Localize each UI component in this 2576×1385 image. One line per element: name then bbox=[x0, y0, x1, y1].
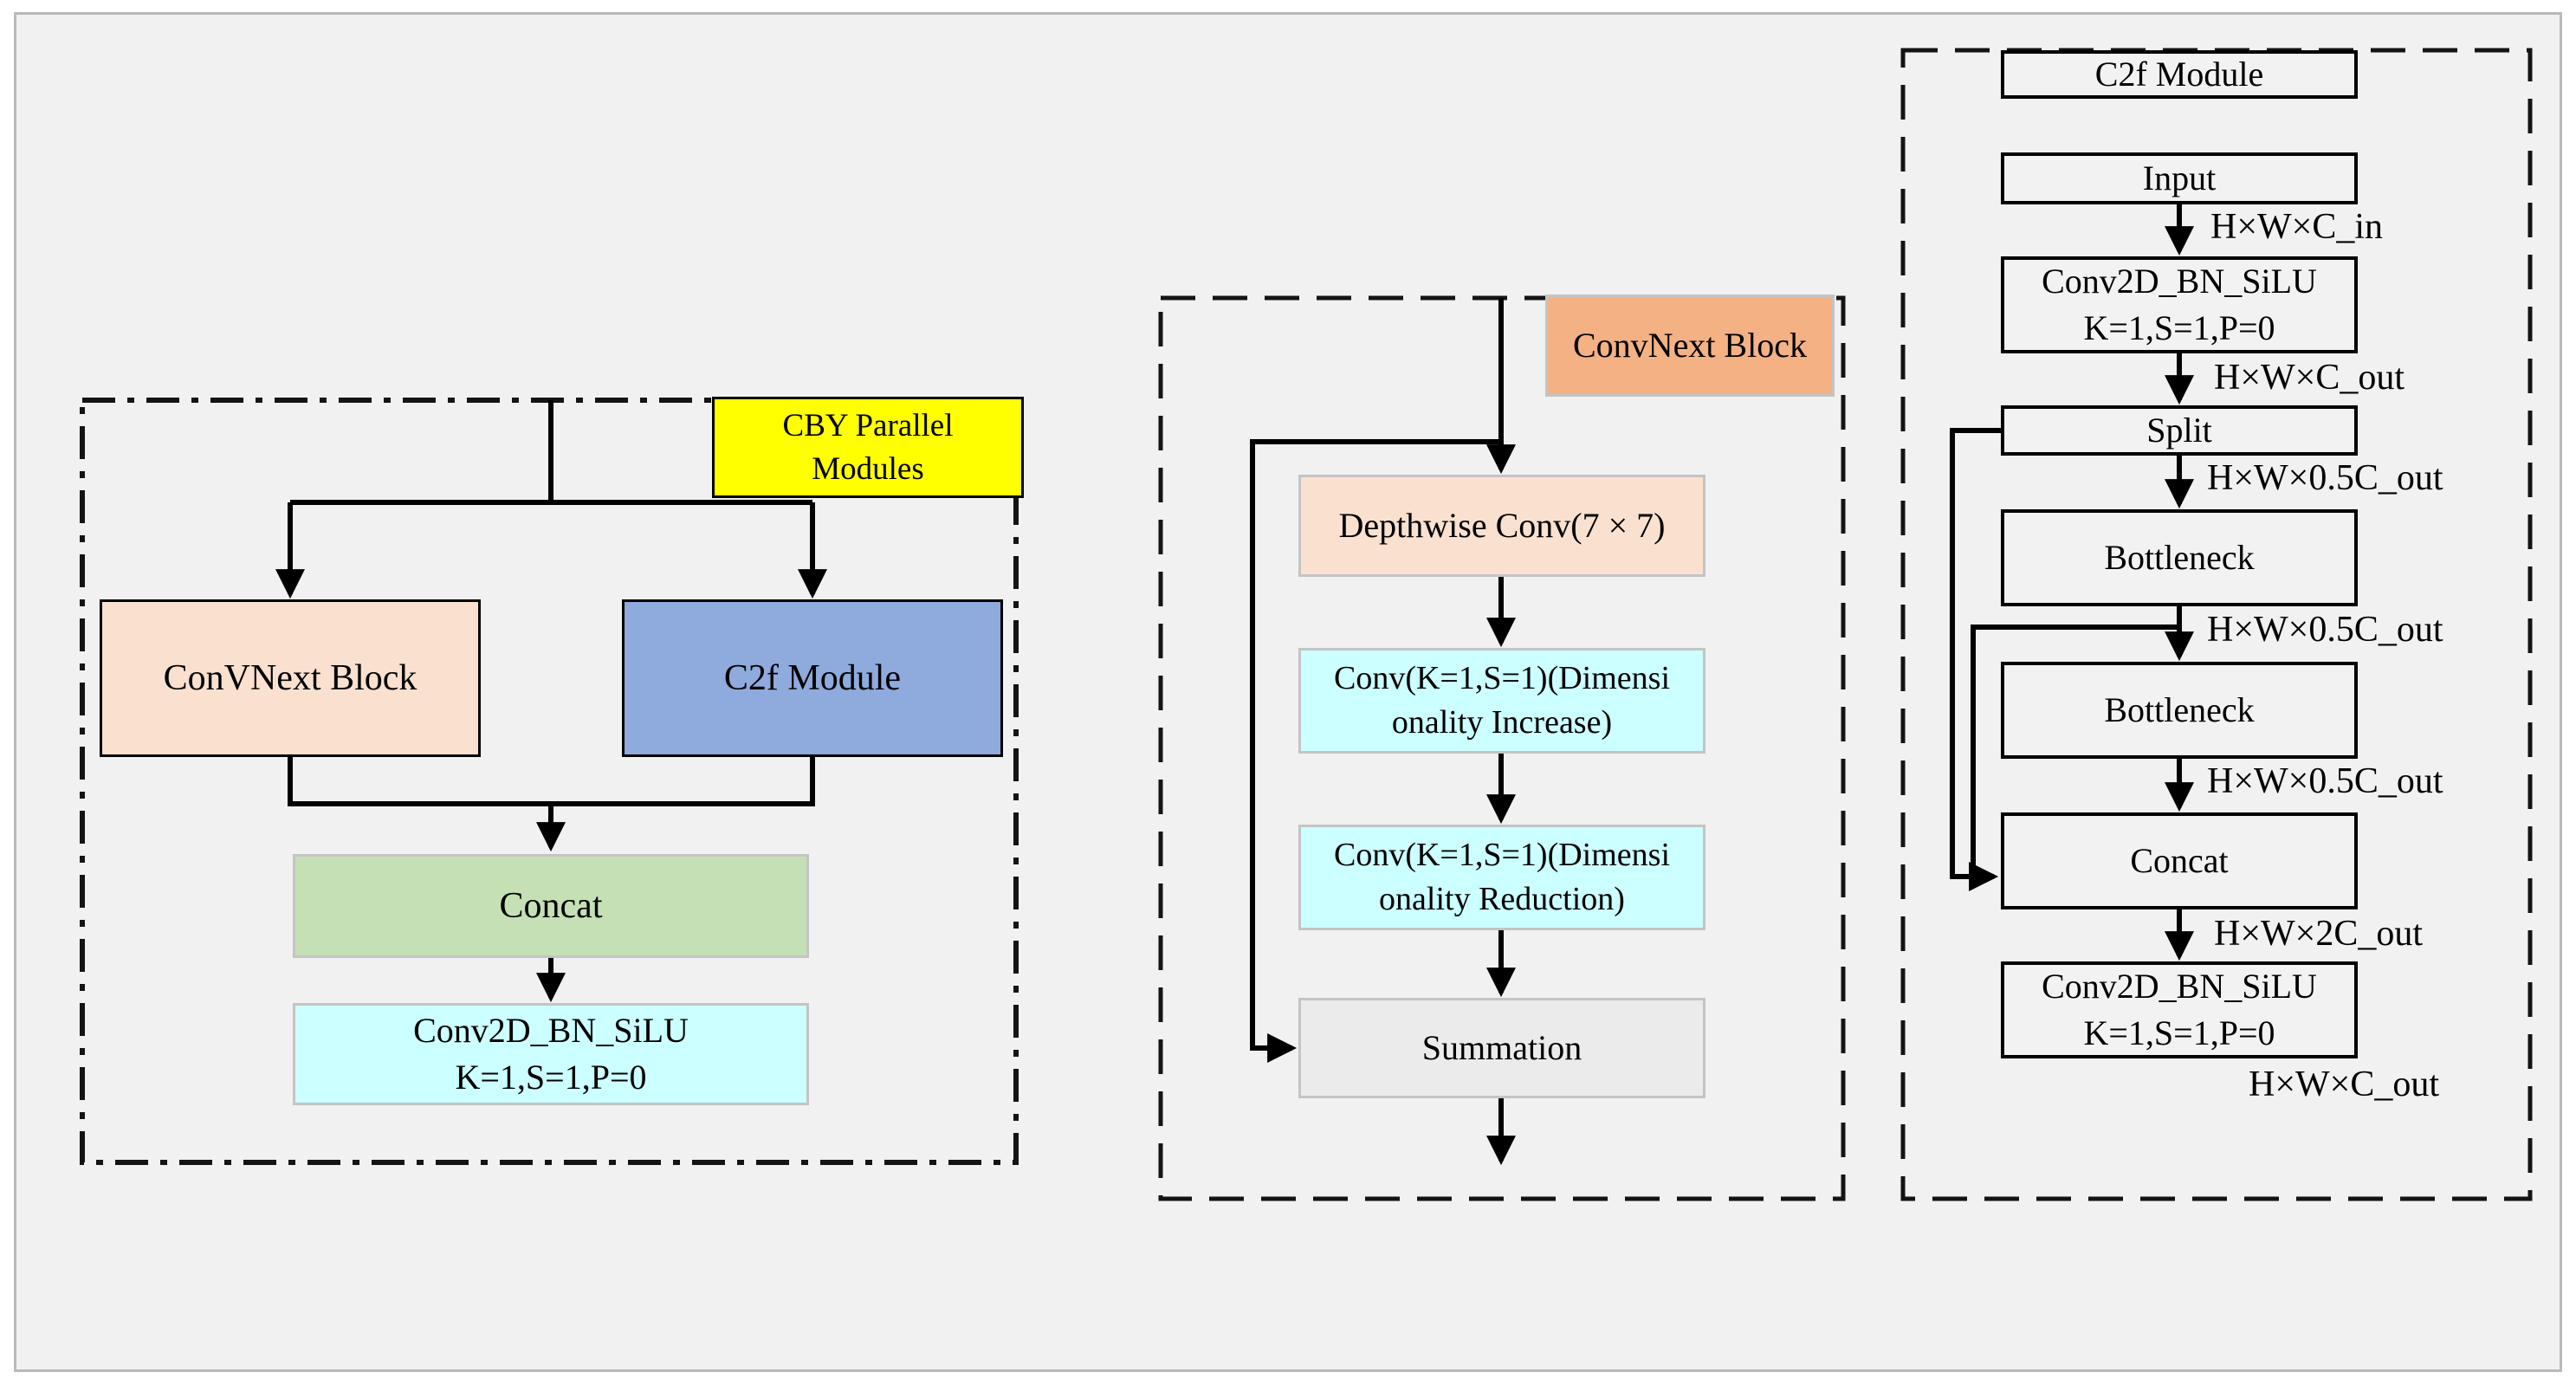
middle-panel-connectors bbox=[1250, 298, 1516, 1166]
bottleneck-2-label: Bottleneck bbox=[2104, 690, 2255, 729]
left-concat-box: Concat bbox=[293, 854, 809, 958]
bottleneck-1-label: Bottleneck bbox=[2104, 538, 2255, 577]
summation-box: Summation bbox=[1298, 998, 1705, 1098]
cby-badge-line2: Modules bbox=[812, 450, 924, 487]
convnext-block-box: ConVNext Block bbox=[100, 599, 481, 757]
dim-label-half-2: H×W×0.5C_out bbox=[2207, 610, 2443, 650]
left-panel-connectors bbox=[275, 400, 827, 1003]
c2f-conv2d-top-line1: Conv2D_BN_SiLU bbox=[2042, 262, 2317, 301]
conv-reduction-line2: onality Reduction) bbox=[1379, 881, 1625, 917]
bottleneck-1-box: Bottleneck bbox=[2001, 509, 2358, 606]
c2f-module-label: C2f Module bbox=[723, 657, 902, 698]
c2f-conv2d-top-box: Conv2D_BN_SiLU K=1,S=1,P=0 bbox=[2001, 256, 2358, 353]
bottleneck-2-box: Bottleneck bbox=[2001, 662, 2358, 759]
dim-label-two-c-out: H×W×2C_out bbox=[2214, 914, 2424, 954]
dim-label-c-out-bottom: H×W×C_out bbox=[2249, 1065, 2440, 1104]
c2f-concat-box: Concat bbox=[2001, 812, 2358, 909]
input-box: Input bbox=[2001, 152, 2358, 204]
left-conv2d-bn-silu-box: Conv2D_BN_SiLU K=1,S=1,P=0 bbox=[293, 1003, 809, 1105]
left-conv2d-line1: Conv2D_BN_SiLU bbox=[413, 1011, 689, 1050]
split-box: Split bbox=[2001, 405, 2358, 456]
convnext-block-label: ConVNext Block bbox=[163, 657, 417, 698]
conv-increase-line1: Conv(K=1,S=1)(Dimensi bbox=[1333, 659, 1670, 696]
convnext-badge-label: ConvNext Block bbox=[1573, 326, 1807, 365]
summation-label: Summation bbox=[1421, 1028, 1582, 1067]
right-panel-connectors bbox=[1950, 204, 2194, 961]
depthwise-conv-label: Depthwise Conv(7 × 7) bbox=[1338, 506, 1666, 545]
c2f-conv2d-top-line2: K=1,S=1,P=0 bbox=[2083, 308, 2275, 347]
cby-badge-line1: CBY Parallel bbox=[782, 407, 954, 443]
convnext-block-badge: ConvNext Block bbox=[1545, 294, 1835, 397]
split-label: Split bbox=[2146, 411, 2212, 450]
depthwise-conv-box: Depthwise Conv(7 × 7) bbox=[1298, 475, 1705, 577]
c2f-conv2d-bottom-box: Conv2D_BN_SiLU K=1,S=1,P=0 bbox=[2001, 961, 2358, 1058]
dim-label-c-in: H×W×C_in bbox=[2210, 207, 2384, 247]
dim-label-c-out-top: H×W×C_out bbox=[2214, 358, 2405, 398]
left-concat-label: Concat bbox=[499, 885, 603, 926]
conv-dimensionality-increase-box: Conv(K=1,S=1)(Dimensi onality Increase) bbox=[1298, 648, 1705, 754]
c2f-panel-title-box: C2f Module bbox=[2001, 50, 2358, 99]
dim-label-half-3: H×W×0.5C_out bbox=[2207, 761, 2443, 801]
c2f-panel-title: C2f Module bbox=[2094, 55, 2264, 94]
conv-increase-line2: onality Increase) bbox=[1391, 704, 1613, 741]
c2f-concat-label: Concat bbox=[2130, 841, 2229, 880]
conv-dimensionality-reduction-box: Conv(K=1,S=1)(Dimensi onality Reduction) bbox=[1298, 825, 1705, 930]
cby-parallel-modules-badge: CBY Parallel Modules bbox=[712, 397, 1024, 498]
c2f-module-box: C2f Module bbox=[622, 599, 1003, 757]
input-label: Input bbox=[2142, 159, 2217, 197]
c2f-conv2d-bottom-line1: Conv2D_BN_SiLU bbox=[2042, 967, 2317, 1006]
dim-label-half-1: H×W×0.5C_out bbox=[2207, 458, 2443, 498]
left-conv2d-line2: K=1,S=1,P=0 bbox=[455, 1058, 647, 1097]
conv-reduction-line1: Conv(K=1,S=1)(Dimensi bbox=[1333, 836, 1670, 873]
c2f-conv2d-bottom-line2: K=1,S=1,P=0 bbox=[2083, 1013, 2275, 1052]
